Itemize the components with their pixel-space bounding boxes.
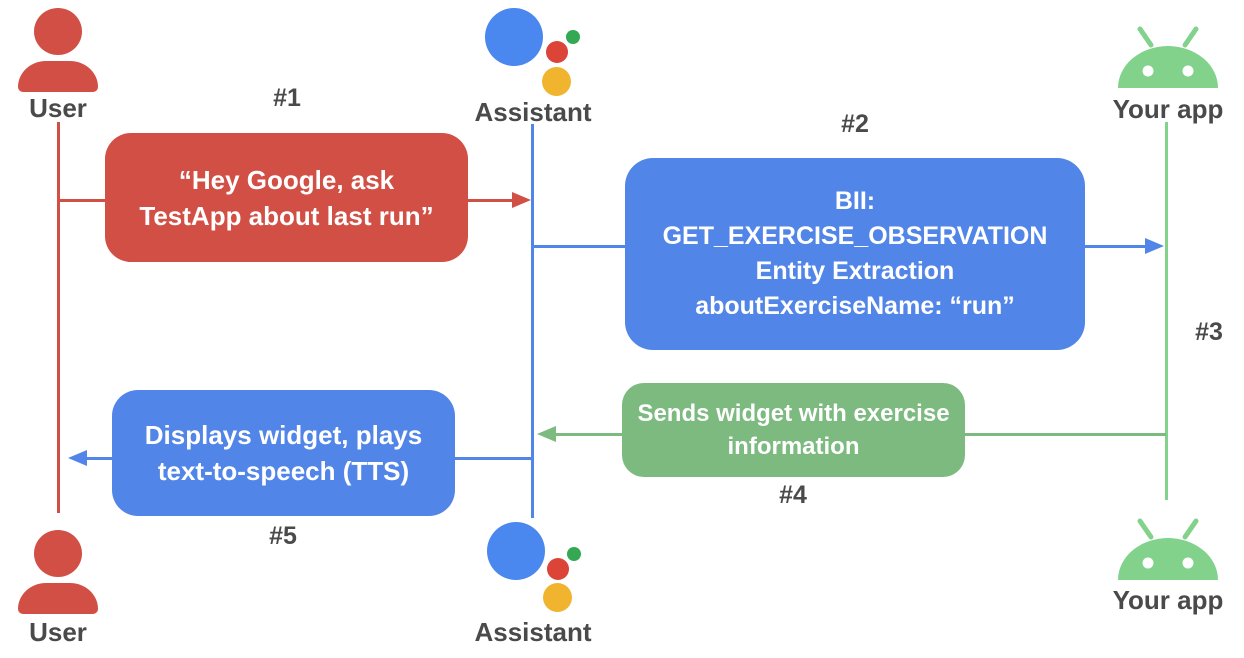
message-2-box: BII: GET_EXERCISE_OBSERVATION Entity Ext… (625, 158, 1085, 350)
assistant-blue-dot (487, 522, 545, 580)
assistant-green-dot (566, 30, 580, 44)
message-2-line4: aboutExerciseName: “run” (695, 292, 1015, 320)
arrow-2-head (1145, 238, 1164, 254)
arrow-1-head (512, 192, 531, 208)
user-lifeline (57, 122, 60, 513)
user-label-top: User (29, 93, 87, 123)
assistant-lifeline (531, 124, 534, 518)
assistant-green-dot (567, 547, 581, 561)
message-2-line1: BII: (834, 187, 876, 215)
message-1-line2: TestApp about last run” (139, 200, 434, 231)
arrow-4-head (537, 426, 556, 442)
assistant-yellow-dot (543, 583, 572, 612)
message-1-line1: “Hey Google, ask (178, 164, 395, 195)
message-4-box: Sends widget with exercise information (622, 383, 965, 477)
assistant-blue-dot (485, 8, 543, 66)
user-icon-top (18, 8, 98, 92)
arrow-5-head (68, 450, 87, 466)
step-label-3: #3 (1195, 318, 1223, 346)
assistant-yellow-dot (542, 67, 571, 96)
step-label-2: #2 (841, 110, 869, 138)
user-icon-bottom (18, 530, 98, 614)
message-4-line1: Sends widget with exercise (637, 400, 950, 427)
assistant-red-dot (547, 558, 569, 580)
message-2-line3: Entity Extraction (755, 257, 955, 285)
assistant-label-top: Assistant (474, 97, 592, 127)
person-body (18, 61, 98, 92)
message-5-line1: Displays widget, plays (144, 420, 423, 450)
user-label-bottom: User (29, 617, 87, 647)
message-2-line2: GET_EXERCISE_OBSERVATION (662, 222, 1048, 250)
app-label-top: Your app (1112, 94, 1224, 124)
step-label-1: #1 (273, 84, 301, 112)
app-lifeline (1165, 122, 1168, 500)
message-1-box: “Hey Google, ask TestApp about last run” (105, 133, 468, 262)
step-label-4: #4 (779, 481, 807, 509)
assistant-label-bottom: Assistant (474, 617, 592, 647)
android-icon-top (1118, 26, 1218, 88)
message-5-line2: text-to-speech (TTS) (157, 456, 410, 486)
message-4-line2: information (727, 433, 860, 460)
person-head (34, 530, 82, 577)
message-5-box: Displays widget, plays text-to-speech (T… (112, 390, 455, 516)
person-body (18, 583, 98, 614)
step-label-5: #5 (269, 522, 297, 550)
android-icon-bottom (1118, 518, 1218, 580)
person-head (34, 8, 82, 55)
app-label-bottom: Your app (1112, 585, 1224, 615)
assistant-red-dot (546, 41, 568, 63)
